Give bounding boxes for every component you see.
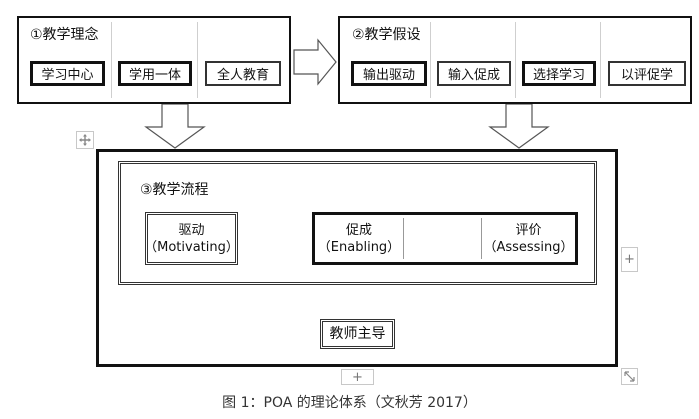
divider [111, 22, 112, 98]
plus-icon-right[interactable]: + [621, 247, 638, 272]
item-output-driven: 输出驱动 [351, 61, 427, 86]
step-assessing: 评价 （Assessing） [482, 215, 575, 262]
step-enabling: 促成 （Enabling） [315, 215, 403, 262]
arrow-down-hollow-right [488, 103, 550, 149]
step-motivating: 驱动 （Motivating） [144, 212, 239, 265]
move-icon-glyph [79, 134, 91, 146]
step-assessing-en: （Assessing） [483, 239, 574, 255]
divider [430, 22, 431, 98]
item-input-enabled: 输入促成 [437, 61, 511, 86]
step-motivating-en: （Motivating） [144, 239, 239, 255]
item-whole-person-education: 全人教育 [205, 61, 281, 86]
section1-title: ①教学理念 [30, 27, 99, 43]
step-enabling-zh: 促成 [345, 222, 372, 238]
resize-icon[interactable] [621, 368, 638, 385]
divider [197, 22, 198, 98]
divider [600, 22, 601, 98]
divider [481, 218, 482, 259]
step-motivating-zh: 驱动 [178, 222, 205, 238]
divider [403, 218, 404, 259]
item-learning-centered: 学习中心 [30, 61, 105, 86]
section2-title: ②教学假设 [352, 27, 421, 43]
step-enabling-en: （Enabling） [317, 239, 401, 255]
resize-icon-glyph [624, 371, 635, 382]
step-assessing-zh: 评价 [515, 222, 542, 238]
arrow-down-hollow-left [144, 103, 206, 149]
arrow-right-hollow [293, 38, 337, 86]
teacher-led-label: 教师主导 [329, 325, 386, 342]
figure-caption: 图 1：POA 的理论体系（文秋芳 2017） [222, 395, 477, 411]
item-learning-using-integrated: 学用一体 [118, 61, 192, 86]
item-assessment-for-learning: 以评促学 [608, 61, 686, 86]
section-teaching-philosophy [17, 16, 291, 104]
teacher-led-box: 教师主导 [320, 319, 395, 349]
plus-icon-bottom[interactable]: + [341, 369, 374, 385]
divider [515, 22, 516, 98]
move-icon[interactable] [76, 131, 94, 149]
item-selective-learning: 选择学习 [522, 61, 596, 86]
section3-title: ③教学流程 [140, 182, 209, 198]
